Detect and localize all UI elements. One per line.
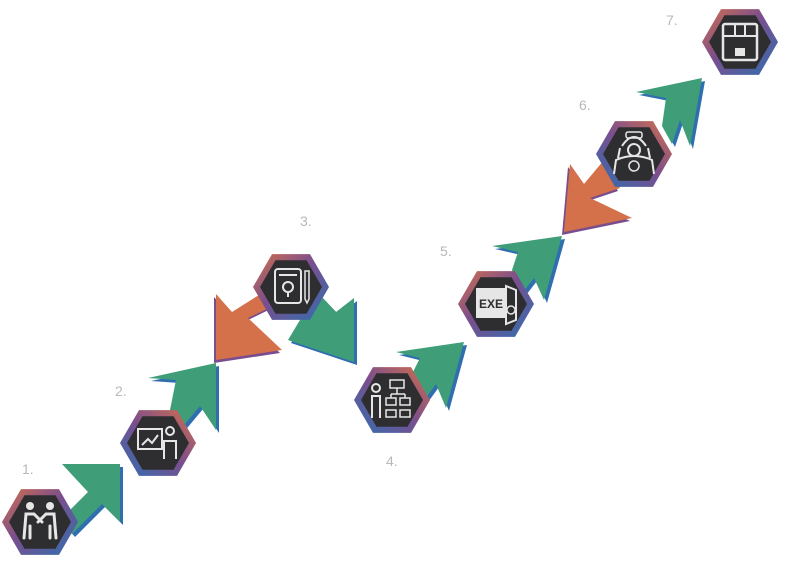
- step-node-6: [596, 121, 672, 187]
- arrow-step2-to-step3: [148, 363, 219, 433]
- step-node-3: [253, 254, 329, 320]
- arrow-step6-to-step5-orange: [562, 160, 632, 235]
- step-node-2: [120, 410, 196, 476]
- handshake-icon: [22, 502, 58, 540]
- presentation-icon: [137, 426, 177, 459]
- step-number-2: 2.: [115, 383, 127, 399]
- svg-text:EXE: EXE: [479, 297, 503, 311]
- arrow-step4-to-step5: [396, 342, 467, 411]
- step-number-1: 1.: [22, 461, 34, 477]
- hexagon-core: [709, 15, 771, 69]
- hexagon-core: [603, 127, 665, 181]
- support-operator-icon: [613, 131, 655, 175]
- step-node-4: [354, 367, 430, 433]
- step-number-7: 7.: [666, 12, 678, 28]
- step-node-5: EXE: [458, 271, 534, 337]
- step-number-5: 5.: [440, 243, 452, 259]
- step-number-6: 6.: [579, 97, 591, 113]
- arrow-step1-to-step2: [60, 464, 123, 537]
- exe-file-icon: EXE: [476, 284, 517, 326]
- idea-plan-icon: [274, 268, 310, 305]
- step-node-1: [2, 489, 78, 555]
- arrow-step6-to-step7: [636, 78, 705, 149]
- step-number-4: 4.: [386, 453, 398, 469]
- step-number-3: 3.: [300, 213, 312, 229]
- step-node-7: [702, 9, 778, 75]
- package-box-icon: [721, 22, 759, 62]
- hexagon-core: [361, 373, 423, 427]
- arrow-step5-to-step6: [492, 236, 565, 303]
- flowchart-presenter-icon: [371, 379, 411, 418]
